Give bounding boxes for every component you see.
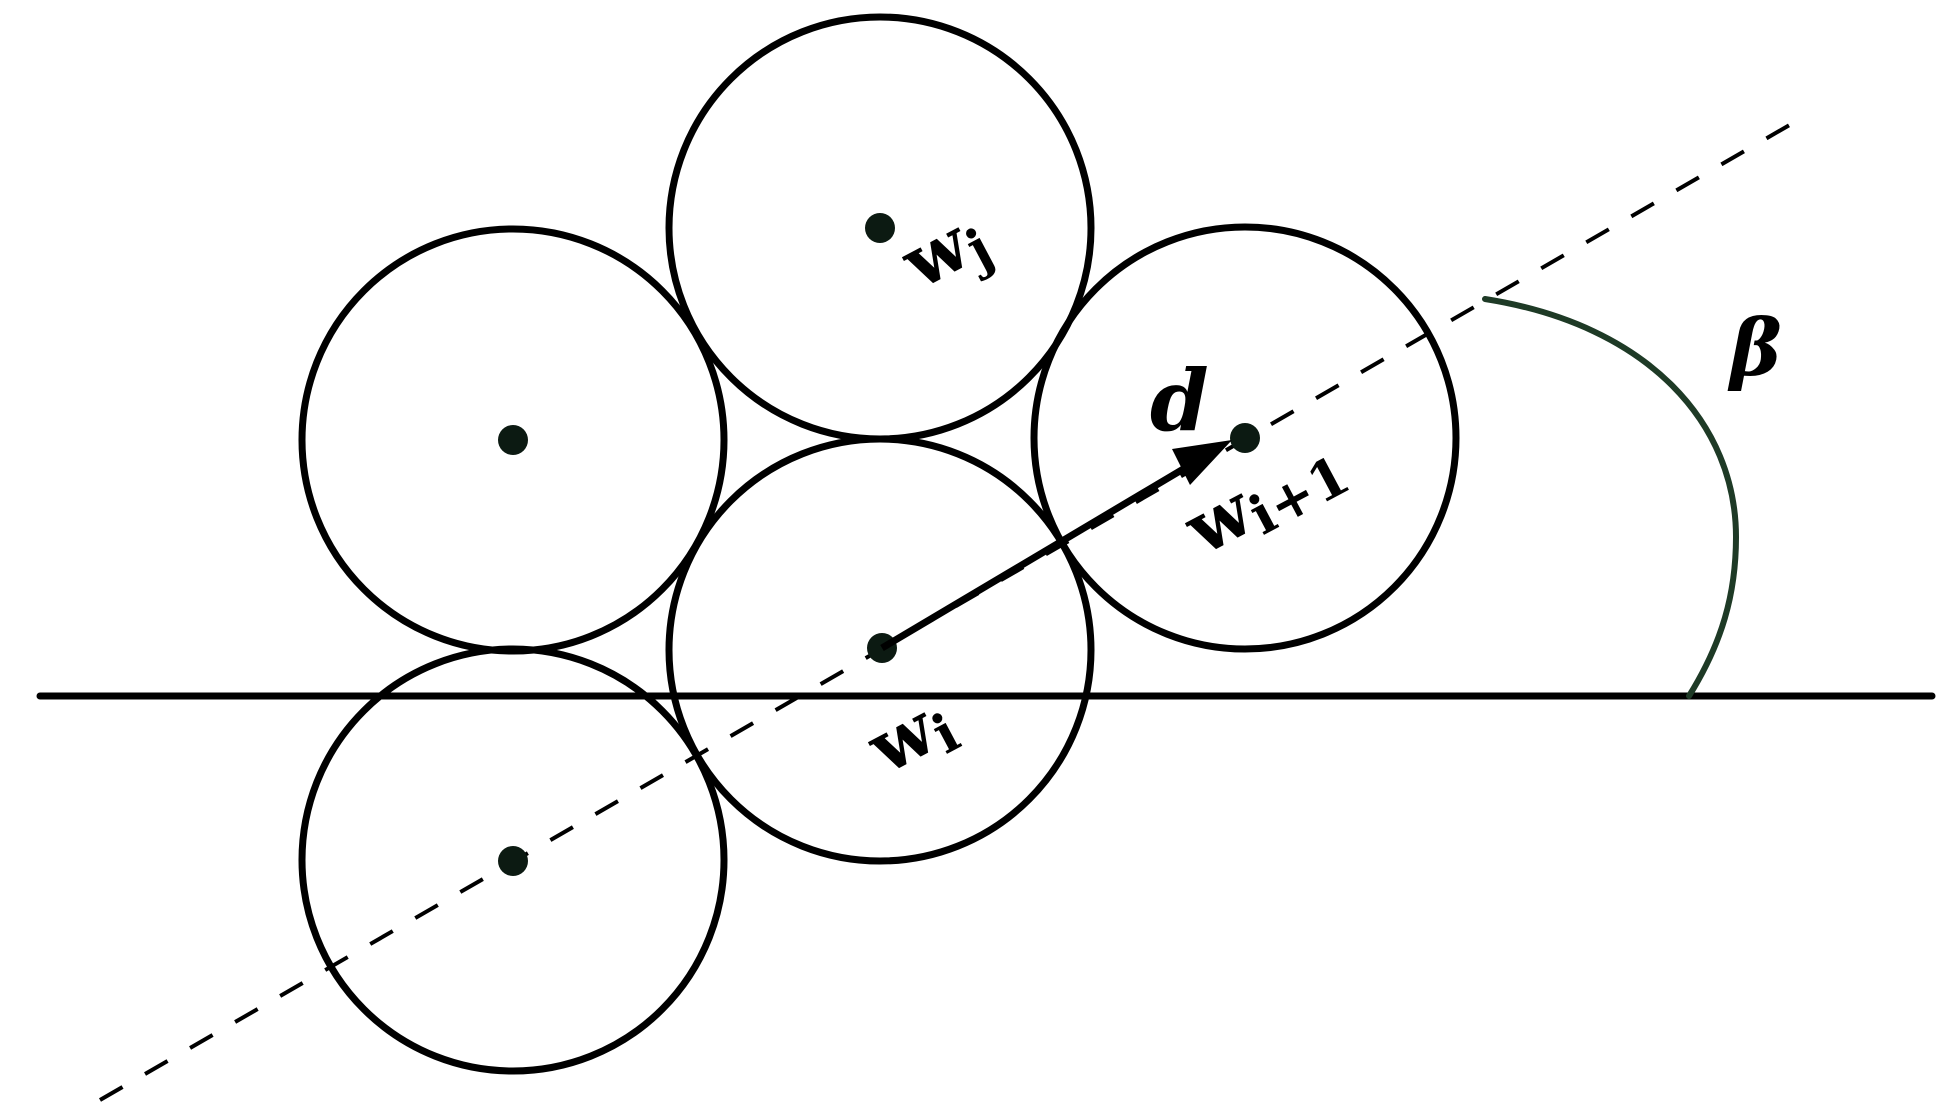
center-dot-wj xyxy=(865,213,895,243)
circle-right-wi1 xyxy=(1030,223,1460,653)
center-dot-upper-left xyxy=(498,425,528,455)
arrow-head xyxy=(1172,440,1232,485)
circles xyxy=(298,13,1460,1075)
dashed-direction-line xyxy=(99,117,1801,1102)
center-dot-lower-left xyxy=(498,846,528,876)
arrow-shaft xyxy=(880,464,1187,652)
angle-beta-arc xyxy=(1482,296,1740,699)
center-dot-wi1 xyxy=(1230,423,1260,453)
label-w-j: wj xyxy=(887,192,1003,311)
circle-centers xyxy=(498,213,1260,876)
direction-arrow-d xyxy=(880,440,1232,652)
circle-lower-left xyxy=(298,645,728,1075)
circle-middle-wi xyxy=(665,435,1095,865)
label-beta: β xyxy=(1727,303,1782,394)
label-d: d xyxy=(1150,351,1209,450)
